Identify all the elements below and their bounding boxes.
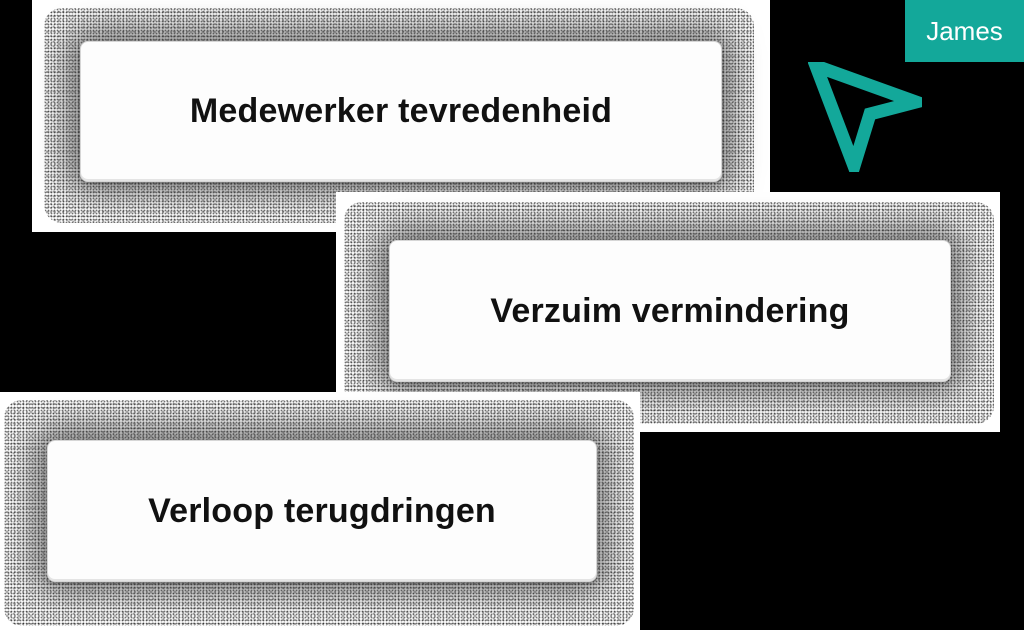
card-label: Verloop terugdringen <box>148 491 496 530</box>
collaborator-name-tag: James <box>905 0 1024 62</box>
card-label: Verzuim vermindering <box>490 291 850 330</box>
goal-card-employee-satisfaction[interactable]: Medewerker tevredenheid <box>80 41 722 182</box>
pointer-arrow-icon <box>808 62 922 172</box>
goal-card-reduce-turnover[interactable]: Verloop terugdringen <box>47 440 597 582</box>
card-label: Medewerker tevredenheid <box>189 92 613 130</box>
goal-card-absence-reduction[interactable]: Verzuim vermindering <box>389 240 951 382</box>
